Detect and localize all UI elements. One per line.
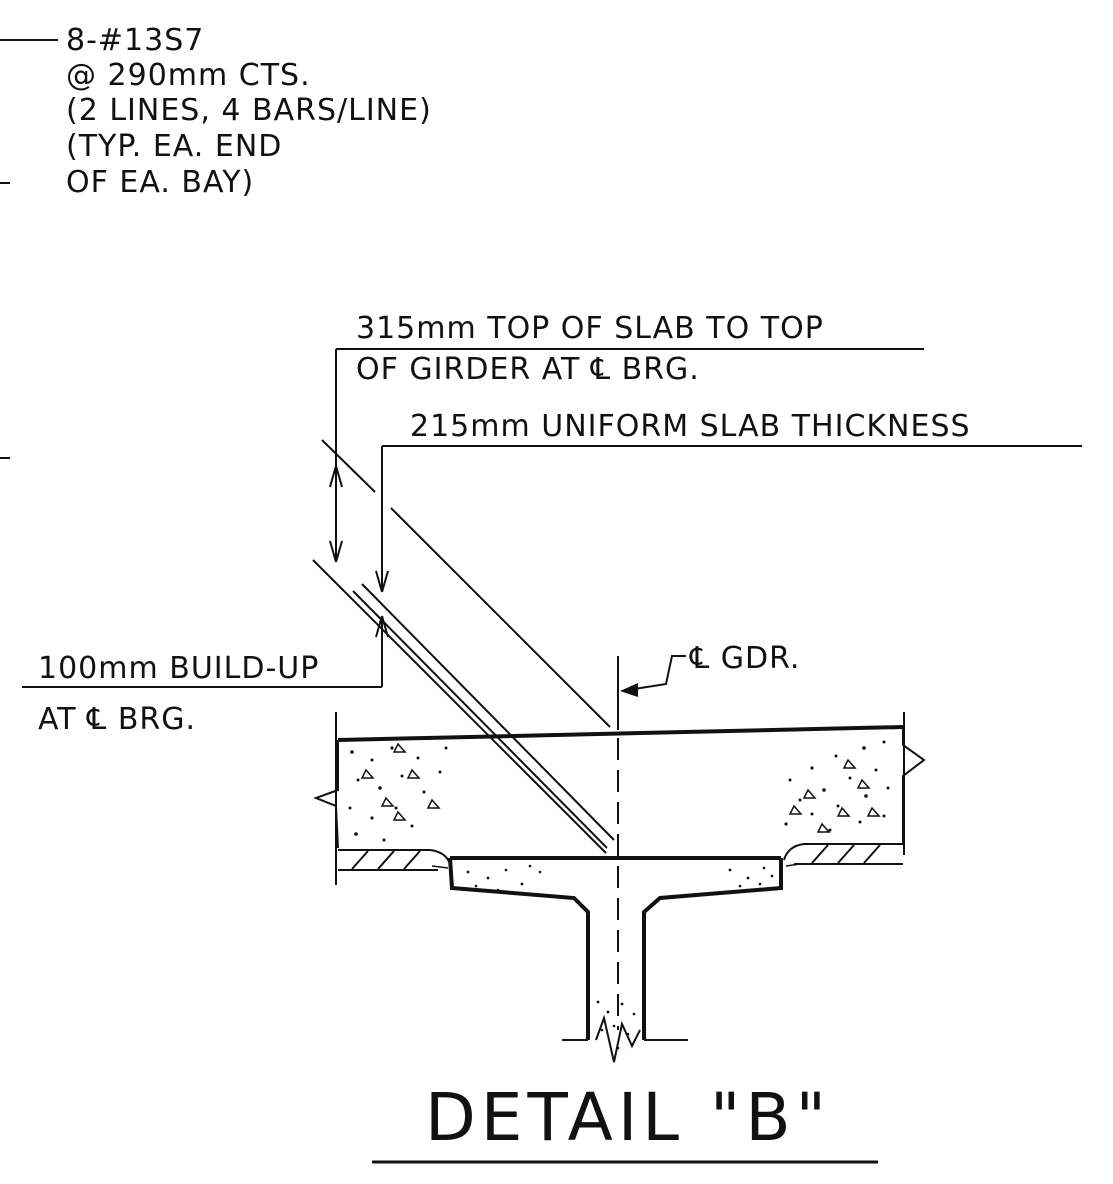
centerline-leader-arrow <box>620 683 638 697</box>
dim-215-line-1: 215mm UNIFORM SLAB THICKNESS <box>410 409 971 444</box>
detail-title: DETAIL "B" <box>425 1079 831 1156</box>
slab-break-left <box>313 740 339 849</box>
girder-stipple <box>466 864 774 1050</box>
dim-315-arrow-bot-b <box>335 540 343 563</box>
slab-stipple-right <box>784 740 890 833</box>
dimension-215: 215mm UNIFORM SLAB THICKNESS <box>375 409 1082 593</box>
slab-top-edge <box>337 725 904 742</box>
hatch-left-2 <box>377 850 395 870</box>
girder <box>448 856 783 1063</box>
skew-line-lower-3 <box>352 590 608 849</box>
rebar-note-line-3: (2 LINES, 4 BARS/LINE) <box>66 93 432 128</box>
dim-315-arrow-bot <box>329 540 337 563</box>
skew-line-outer-top <box>321 439 376 493</box>
hatch-left-3 <box>403 850 421 870</box>
rebar-note-line-5: OF EA. BAY) <box>66 165 254 200</box>
dim-315-arrow-top <box>329 465 337 488</box>
dim-100-line-1: 100mm BUILD-UP <box>38 651 319 686</box>
web-break-zigzag <box>595 1014 641 1063</box>
skew-lines <box>312 439 615 854</box>
haunch-tick-right <box>785 863 801 867</box>
hatch-right-2 <box>837 844 855 864</box>
rebar-note-line-1: 8-#13S7 <box>66 23 204 58</box>
slab-stipple-left <box>348 742 448 842</box>
hatch-right-3 <box>863 844 881 864</box>
centerline-leader <box>627 655 686 691</box>
slab-bottom-left-curve <box>429 849 451 865</box>
girder-outline-left <box>448 857 590 1040</box>
dimension-100: 100mm BUILD-UP AT ℄ BRG. <box>22 615 389 737</box>
haunch-tick-left <box>431 865 449 869</box>
hatch-left-1 <box>351 850 369 870</box>
centerline-label: ℄ GDR. <box>689 641 800 676</box>
detail-title-block: DETAIL "B" <box>372 1079 878 1164</box>
dim-215-arrow-b <box>381 570 389 593</box>
dim-100-line-2: AT ℄ BRG. <box>38 702 196 737</box>
rebar-note-line-4: (TYP. EA. END <box>66 129 282 164</box>
slab-bottom-right-curve <box>783 843 805 861</box>
dimension-315: 315mm TOP OF SLAB TO TOP OF GIRDER AT ℄ … <box>329 311 924 563</box>
dim-215-arrow <box>375 570 383 593</box>
rebar-note: 8-#13S7 @ 290mm CTS. (2 LINES, 4 BARS/LI… <box>0 23 432 200</box>
skew-line-lower-2 <box>361 583 615 841</box>
dim-315-arrow-top-b <box>335 465 343 488</box>
hatch-right-1 <box>811 844 829 864</box>
dim-315-line-1: 315mm TOP OF SLAB TO TOP <box>356 311 824 346</box>
skew-line-lower-1 <box>312 559 607 854</box>
slab-break-right <box>902 727 926 845</box>
dim-315-line-2: OF GIRDER AT ℄ BRG. <box>356 352 700 387</box>
skew-line-upper <box>390 507 611 728</box>
rebar-note-line-2: @ 290mm CTS. <box>66 58 311 93</box>
girder-outline-right <box>642 858 783 1040</box>
girder-centerline: ℄ GDR. <box>617 641 800 1030</box>
